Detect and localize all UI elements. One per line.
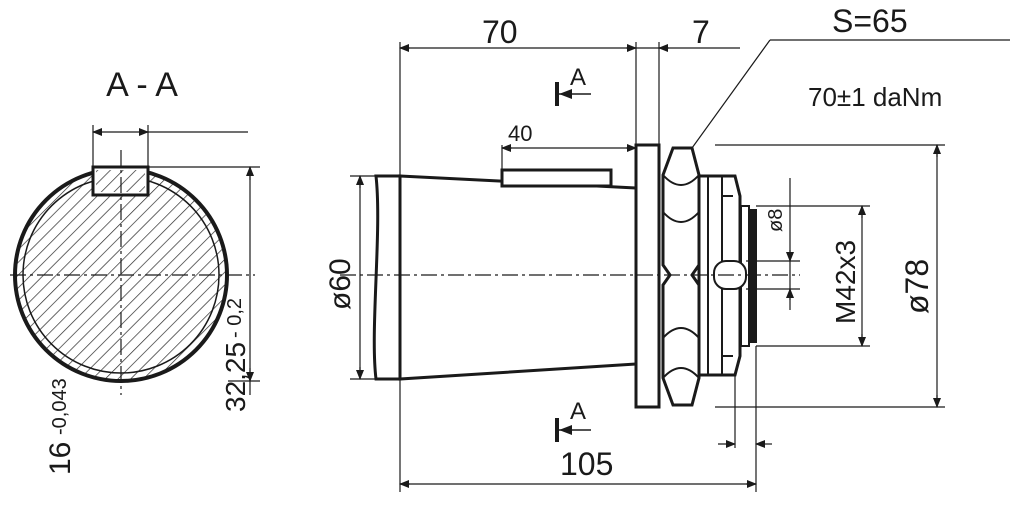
thread-label: M42x3: [830, 240, 861, 324]
key-width-tolerance: -0,043: [49, 378, 71, 435]
dim-7-label: 7: [692, 14, 710, 50]
section-mark-top: [555, 82, 591, 106]
side-view: [340, 39, 1010, 492]
shaft-diameter-label: ø60: [324, 258, 357, 310]
dim-70-label: 70: [482, 14, 518, 50]
key-depth-label: 32,25: [220, 342, 251, 412]
nut-diameter-label: ø78: [899, 259, 935, 314]
thread-hole-label: ø8: [765, 209, 787, 232]
shaft-key: [500, 168, 613, 188]
dim-40-label: 40: [508, 121, 532, 146]
flange: [634, 143, 661, 409]
tapered-shaft: [398, 174, 638, 381]
section-mark-bottom: [555, 418, 591, 442]
section-view: [10, 125, 260, 395]
hex-size-label: S=65: [832, 3, 908, 39]
section-mark-bottom-label: A: [570, 398, 586, 425]
key-depth-tolerance: - 0,2: [224, 298, 246, 338]
section-mark-top-label: A: [570, 64, 586, 91]
torque-label: 70±1 daNm: [808, 82, 942, 112]
section-title: A - A: [106, 66, 178, 104]
key-width-label: 16: [44, 442, 77, 475]
hex-nut: [661, 146, 701, 407]
dim-105-label: 105: [560, 446, 613, 482]
